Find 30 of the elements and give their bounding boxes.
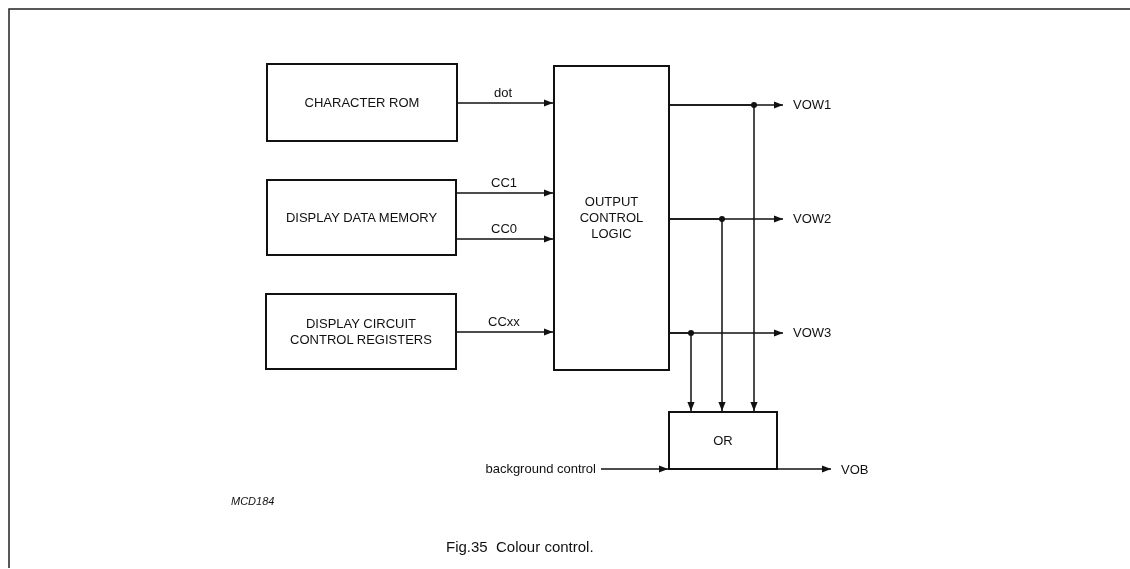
- edge-label: dot: [493, 85, 514, 100]
- arrow: [600, 465, 669, 473]
- edge-label: CC0: [490, 221, 518, 236]
- arrow: [777, 465, 832, 473]
- figure-code: MCD184: [230, 495, 276, 507]
- block-box: [266, 179, 457, 256]
- block-label: OUTPUT CONTROL LOGIC: [578, 194, 645, 242]
- arrow: [456, 328, 554, 336]
- arrow: [669, 330, 695, 412]
- block-label: OR: [712, 432, 734, 449]
- signal-label: VOW2: [793, 211, 832, 227]
- arrow: [456, 189, 554, 197]
- signal-label: VOW3: [793, 325, 832, 341]
- signal-label: VOB: [841, 462, 869, 478]
- block-label: CHARACTER ROM: [303, 94, 421, 111]
- arrow: [457, 99, 554, 107]
- block-label: DISPLAY DATA MEMORY: [284, 209, 439, 226]
- figure-caption: Fig.35 Colour control.: [446, 538, 594, 555]
- block-box: [553, 65, 670, 371]
- signal-label: VOW1: [793, 97, 832, 113]
- block-box: [266, 63, 458, 142]
- block-box: [668, 411, 778, 470]
- arrow: [456, 235, 554, 243]
- signal-label: background control: [485, 461, 596, 477]
- block-label: DISPLAY CIRCUIT CONTROL REGISTERS: [289, 315, 433, 348]
- arrow: [669, 216, 726, 412]
- arrow: [669, 102, 758, 412]
- block-box: [265, 293, 457, 370]
- edge-label: CC1: [490, 175, 518, 190]
- edge-label: CCxx: [487, 314, 521, 329]
